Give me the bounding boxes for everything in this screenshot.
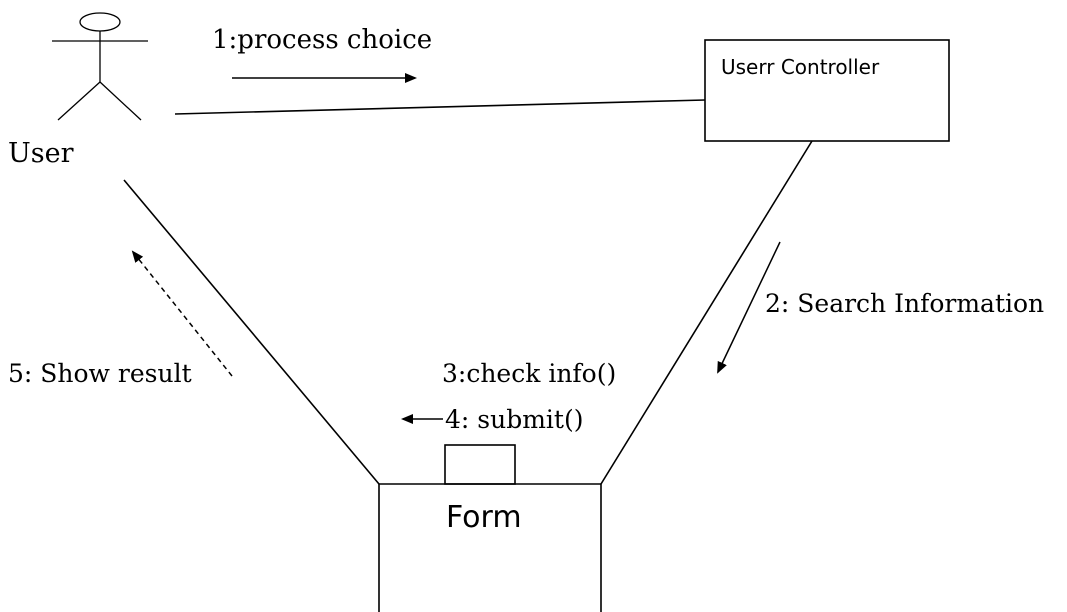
- actor-head: [79, 12, 121, 32]
- arrow-2: [717, 241, 781, 374]
- form-label: Form: [446, 500, 522, 535]
- link-user-form: [123, 179, 380, 485]
- message-3-label: 3:check info(): [442, 359, 617, 388]
- link-user-controller: [174, 99, 706, 115]
- actor-right-leg: [99, 81, 142, 121]
- controller-box: [704, 39, 950, 142]
- message-1-label: 1:process choice: [212, 25, 433, 55]
- message-4-label: 4: submit(): [445, 405, 584, 434]
- controller-label: Userr Controller: [721, 55, 880, 79]
- arrow-5: [131, 250, 233, 377]
- actor-figure: [52, 12, 148, 121]
- link-controller-form: [600, 140, 813, 485]
- message-5-label: 5: Show result: [8, 359, 192, 388]
- form-tab: [444, 444, 516, 485]
- actor-left-leg: [57, 81, 101, 121]
- actor-label: User: [8, 138, 74, 169]
- message-2-label: 2: Search Information: [765, 289, 1045, 318]
